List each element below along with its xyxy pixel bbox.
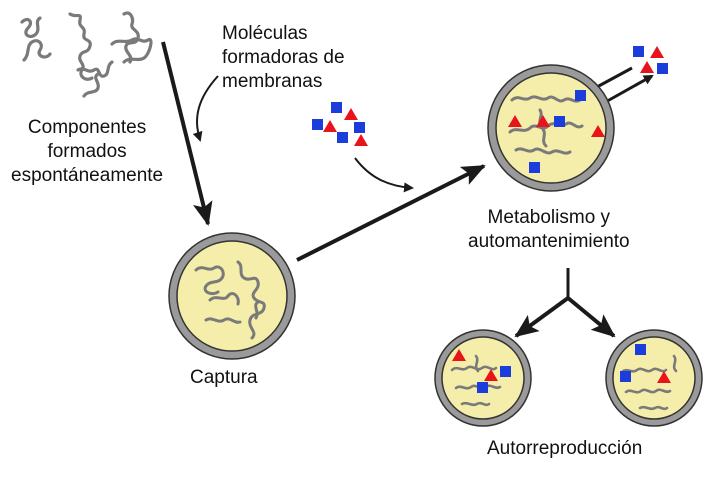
free-components [20, 11, 153, 98]
label-reproduction: Autorreproducción [487, 438, 643, 459]
blue-square-molecule [620, 371, 631, 382]
blue-square-molecule [337, 132, 348, 143]
red-triangle-molecule [452, 349, 466, 361]
strand [110, 11, 153, 64]
red-triangle-molecule [323, 120, 337, 132]
red-triangle-molecule [354, 134, 368, 146]
red-triangle-molecule [657, 371, 671, 383]
label-membrane-molecules: Moléculas formadoras de membranas [222, 23, 345, 92]
process-arrows [161, 41, 654, 338]
red-triangle-molecule [484, 369, 498, 381]
red-triangle-molecule [591, 125, 605, 137]
exchanged-molecules [633, 46, 668, 74]
red-triangle-molecule [508, 115, 522, 127]
arrow-exchange-out [601, 74, 654, 106]
red-triangle-molecule [536, 115, 550, 127]
protocell-daughter-right [605, 329, 703, 427]
arrow-division-right [566, 296, 616, 338]
red-triangle-molecule [650, 46, 664, 58]
blue-square-molecule [312, 119, 323, 130]
label-metabolism: Metabolismo y automantenimiento [468, 207, 630, 252]
blue-square-molecule [500, 366, 511, 377]
red-triangle-molecule [344, 108, 358, 120]
arrow-components-to-capture [161, 41, 213, 226]
blue-square-molecule [554, 116, 565, 127]
arrow-division-left [514, 296, 570, 338]
arrow-membrane-to-capture [192, 75, 219, 142]
blue-square-molecule [331, 102, 342, 113]
blue-square-molecule [354, 122, 365, 133]
strand [76, 60, 114, 98]
label-components: Componentes formados espontáneamente [11, 117, 164, 186]
protocell-capture [168, 232, 296, 360]
strand [20, 16, 52, 62]
label-capture: Captura [190, 367, 258, 388]
free-molecules [312, 102, 368, 146]
blue-square-molecule [575, 90, 586, 101]
blue-square-molecule [477, 382, 488, 393]
blue-square-molecule [635, 344, 646, 355]
blue-square-molecule [633, 46, 644, 57]
protocell-metabolism [487, 64, 615, 192]
arrow-capture-to-metabolism [296, 164, 486, 262]
blue-square-molecule [529, 162, 540, 173]
arrow-molecules-to-process [354, 157, 414, 193]
protocell-daughter-left [434, 329, 532, 427]
blue-square-molecule [657, 63, 668, 74]
red-triangle-molecule [640, 61, 654, 73]
